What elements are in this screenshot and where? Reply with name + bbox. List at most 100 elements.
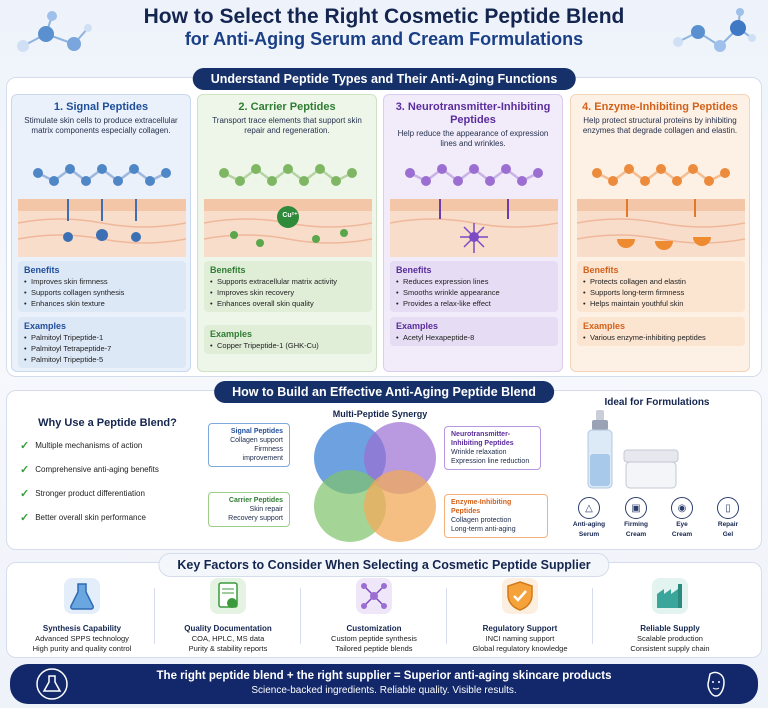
skin-layer-illustration xyxy=(577,199,745,257)
benefit-item: Supports extracellular matrix activity xyxy=(210,276,366,287)
benefit-item: Enhances skin texture xyxy=(24,298,180,309)
why-blend-title: Why Use a Peptide Blend? xyxy=(38,417,177,429)
factor-title: Quality Documentation xyxy=(184,624,272,633)
synergy-neuro-title: Neurotransmitter-Inhibiting Peptides xyxy=(451,431,514,447)
factor-detail: INCI naming support xyxy=(485,634,555,643)
peptide-column-signal: 1. Signal Peptides Stimulate skin cells … xyxy=(11,94,191,372)
formulation-label: Repair xyxy=(717,521,739,528)
column-title: 4. Enzyme-Inhibiting Peptides xyxy=(582,101,738,113)
factor-regulatory-support: Regulatory Support INCI naming support G… xyxy=(450,578,590,654)
why-item: ✓ Better overall skin performance xyxy=(20,511,195,524)
synergy-signal-title: Signal Peptides xyxy=(230,428,283,435)
benefits-label: Benefits xyxy=(396,265,432,275)
factor-detail: Advanced SPPS technology xyxy=(35,634,129,643)
shield-check-icon xyxy=(502,578,538,614)
examples-label: Examples xyxy=(24,321,67,331)
synergy-title: Multi-Peptide Synergy xyxy=(332,409,428,419)
why-item-label: Better overall skin performance xyxy=(35,513,146,522)
synergy-neuro-line1: Wrinkle relaxation xyxy=(451,449,507,456)
factor-detail: Tailored peptide blends xyxy=(335,644,413,653)
synergy-enzyme-title: Enzyme-Inhibiting Peptides xyxy=(451,499,512,515)
synergy-carrier-box: Carrier Peptides Skin repair Recovery su… xyxy=(208,492,290,527)
why-item-label: Stronger product differentiation xyxy=(35,489,145,498)
peptide-column-enzyme: 4. Enzyme-Inhibiting Peptides Help prote… xyxy=(570,94,750,372)
peptide-column-neurotransmitter: 3. Neurotransmitter-Inhibiting Peptides … xyxy=(383,94,563,372)
why-item-label: Comprehensive anti-aging benefits xyxy=(35,465,159,474)
benefit-item: Supports collagen synthesis xyxy=(24,287,180,298)
flask-icon xyxy=(64,578,100,614)
column-title: 3. Neurotransmitter-Inhibiting Peptides xyxy=(395,101,551,126)
formulation-label: Anti-aging xyxy=(572,521,606,528)
gel-tube-icon: ▯ xyxy=(717,497,739,519)
benefit-item: Protects collagen and elastin xyxy=(583,276,739,287)
serum-bottle-icon: △ xyxy=(578,497,600,519)
factor-title: Regulatory Support xyxy=(482,624,558,633)
example-item: Palmitoyl Tripeptide-5 xyxy=(24,354,180,365)
example-item: Palmitoyl Tripeptide-1 xyxy=(24,332,180,343)
footer-banner: The right peptide blend + the right supp… xyxy=(10,664,758,704)
column-description: Help protect structural proteins by inhi… xyxy=(582,116,738,135)
benefits-box: Benefits Improves skin firmnessSupports … xyxy=(18,261,186,312)
factor-customization: Customization Custom peptide synthesis T… xyxy=(304,578,444,654)
factor-detail: COA, HPLC, MS data xyxy=(191,634,265,643)
example-item: Palmitoyl Tetrapeptide-7 xyxy=(24,343,180,354)
formulation-label: Gel xyxy=(722,531,734,538)
why-blend-panel: Why Use a Peptide Blend? ✓Multiple mecha… xyxy=(20,417,195,535)
header: How to Select the Right Cosmetic Peptide… xyxy=(0,0,768,64)
formulation-label: Cream xyxy=(671,531,693,538)
peptide-blend-heading: How to Build an Effective Anti-Aging Pep… xyxy=(214,381,554,403)
benefit-item: Provides a relax-like effect xyxy=(396,298,552,309)
skin-layer-illustration xyxy=(204,199,372,257)
benefit-item: Improves skin firmness xyxy=(24,276,180,287)
factor-title: Reliable Supply xyxy=(640,624,700,633)
column-description: Help reduce the appearance of expression… xyxy=(397,129,549,148)
venn-diagram xyxy=(314,422,436,542)
why-item: ✓ Comprehensive anti-aging benefits xyxy=(20,463,195,476)
serum-and-cream-products-illustration xyxy=(587,410,679,489)
example-item: Various enzyme-inhibiting peptides xyxy=(583,332,739,343)
molecule-decoration-right-icon xyxy=(673,8,756,52)
formulation-label: Cream xyxy=(625,531,647,538)
factor-title: Customization xyxy=(346,624,402,633)
molecule-decoration-left-icon xyxy=(17,11,92,52)
peptide-chain-icon xyxy=(592,164,730,186)
peptide-column-carrier: 2. Carrier Peptides Transport trace elem… xyxy=(197,94,377,372)
benefits-label: Benefits xyxy=(24,265,60,275)
skin-layer-illustration xyxy=(18,199,186,257)
factor-title: Synthesis Capability xyxy=(42,624,122,633)
check-icon: ✓ xyxy=(20,512,30,524)
formulation-label: Firming xyxy=(624,521,648,528)
column-description: Stimulate skin cells to produce extracel… xyxy=(24,116,178,135)
column-title: 2. Carrier Peptides xyxy=(238,101,336,113)
benefit-item: Supports long-term firmness xyxy=(583,287,739,298)
divider xyxy=(300,588,301,644)
divider xyxy=(154,588,155,644)
check-icon: ✓ xyxy=(20,488,30,500)
certificate-icon xyxy=(210,578,246,614)
examples-box: Examples Palmitoyl Tripeptide-1Palmitoyl… xyxy=(18,317,186,368)
synergy-carrier-line2: Recovery support xyxy=(228,515,283,522)
benefit-item: Improves skin recovery xyxy=(210,287,366,298)
synergy-neurotransmitter-box: Neurotransmitter-Inhibiting Peptides Wri… xyxy=(444,426,541,470)
divider xyxy=(446,588,447,644)
skin-layer-illustration xyxy=(390,199,558,257)
factor-detail: Purity & stability reports xyxy=(188,644,268,653)
examples-box: Examples Copper Tripeptide-1 (GHK-Cu) xyxy=(204,325,372,354)
peptide-chain-icon xyxy=(405,164,543,186)
why-item-label: Multiple mechanisms of action xyxy=(35,441,143,450)
column-description: Transport trace elements that support sk… xyxy=(212,116,362,135)
example-item: Acetyl Hexapeptide-8 xyxy=(396,332,552,343)
factor-synthesis-capability: Synthesis Capability Advanced SPPS techn… xyxy=(12,578,152,654)
benefits-box: Benefits Protects collagen and elastinSu… xyxy=(577,261,745,312)
formulation-label: Serum xyxy=(578,531,600,538)
synergy-enzyme-line2: Long-term anti-aging xyxy=(451,526,516,533)
examples-box: Examples Various enzyme-inhibiting pepti… xyxy=(577,317,745,346)
synergy-signal-line1: Collagen support xyxy=(230,437,283,444)
ideal-formulations-title: Ideal for Formulations xyxy=(604,397,710,408)
examples-label: Examples xyxy=(583,321,626,331)
why-item: ✓Multiple mechanisms of action xyxy=(20,439,195,452)
factor-reliable-supply: Reliable Supply Scalable production Cons… xyxy=(600,578,740,654)
synergy-enzyme-line1: Collagen protection xyxy=(451,517,512,524)
factor-detail: Scalable production xyxy=(637,634,703,643)
check-icon: ✓ xyxy=(20,464,30,476)
